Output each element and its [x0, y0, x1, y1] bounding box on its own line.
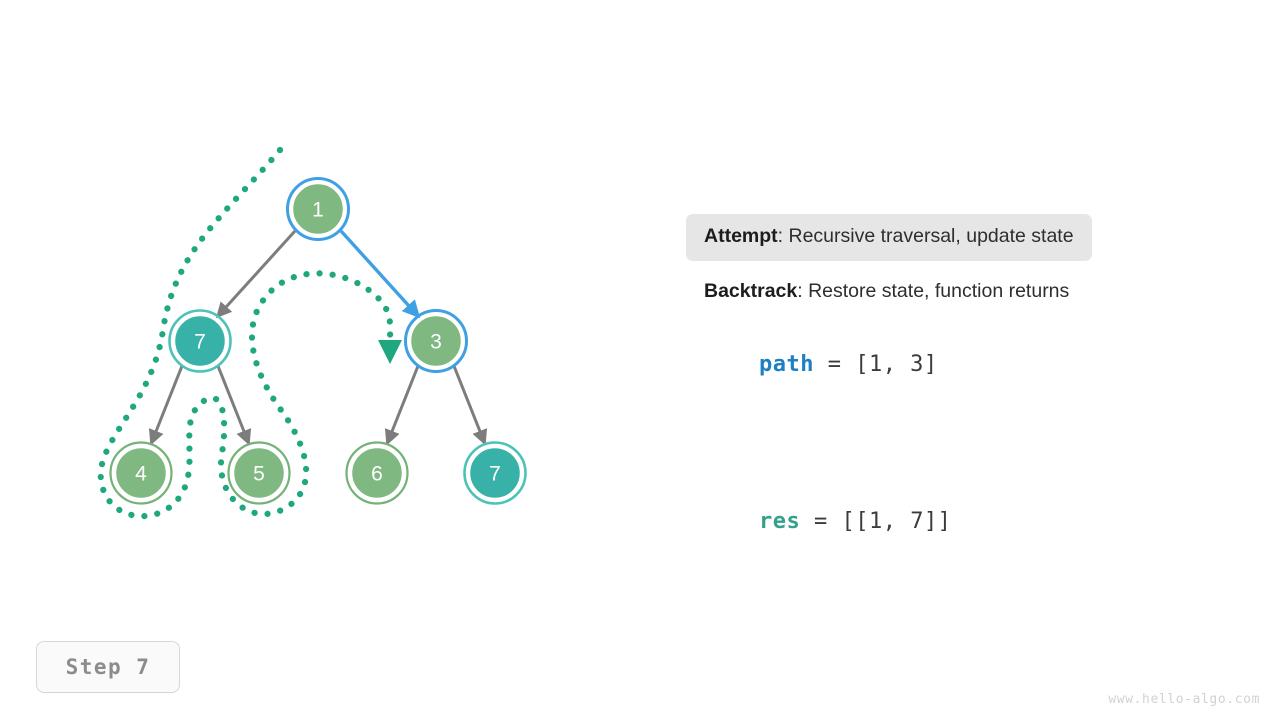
recursion-trail: [97, 146, 402, 520]
tree-node-3-label: 3: [430, 331, 442, 354]
tree-node-6-label: 6: [371, 463, 383, 486]
tree-node-6[interactable]: 6: [345, 441, 409, 505]
tree-node-5-label: 5: [253, 463, 265, 486]
backtrack-callout: Backtrack: Restore state, function retur…: [686, 279, 1206, 302]
path-state-line: path = [1, 3]: [686, 327, 1206, 402]
tree-node-7-right[interactable]: 7: [463, 441, 527, 505]
tree-node-7-right-label: 7: [489, 463, 501, 486]
edge-1-3: [339, 229, 421, 319]
tree-nodes: 1 7 3 4: [109, 177, 527, 505]
edge-7-4: [148, 365, 184, 446]
edge-7-5: [216, 365, 252, 446]
watermark-text: www.hello-algo.com: [1108, 692, 1260, 707]
tree-edges: [148, 229, 488, 446]
backtrack-label: Backtrack: [704, 279, 798, 302]
edge-3-6: [384, 365, 420, 446]
tree-node-3[interactable]: 3: [404, 309, 468, 373]
backtrack-text: : Restore state, function returns: [797, 279, 1070, 302]
step-badge-label: Step 7: [65, 655, 151, 679]
tree-svg: 1 7 3 4: [97, 146, 527, 520]
path-variable-name: path: [758, 352, 814, 377]
tree-node-5[interactable]: 5: [227, 441, 291, 505]
edge-3-7b: [452, 365, 488, 446]
attempt-text: : Recursive traversal, update state: [777, 225, 1074, 247]
tree-node-4-label: 4: [135, 463, 147, 486]
tree-node-1[interactable]: 1: [286, 177, 350, 241]
tree-node-7-left[interactable]: 7: [168, 309, 232, 373]
res-state-line: res = [[1, 7]]: [686, 484, 1206, 559]
edge-1-7: [215, 229, 297, 319]
tree-node-4[interactable]: 4: [109, 441, 173, 505]
tree-node-1-label: 1: [312, 199, 324, 222]
tree-diagram: 1 7 3 4: [97, 146, 527, 520]
path-variable-value: = [1, 3]: [813, 352, 938, 377]
attempt-label: Attempt: [704, 225, 778, 247]
site-watermark: www.hello-algo.com: [1108, 692, 1260, 707]
trail-marker-triangle: [378, 340, 402, 364]
res-variable-value: = [[1, 7]]: [800, 509, 952, 534]
tree-node-7-left-label: 7: [194, 331, 206, 354]
res-variable-name: res: [758, 509, 801, 534]
step-badge: Step 7: [36, 641, 180, 693]
explanation-panel: Attempt: Recursive traversal, update sta…: [686, 214, 1206, 559]
attempt-callout: Attempt: Recursive traversal, update sta…: [686, 214, 1092, 261]
